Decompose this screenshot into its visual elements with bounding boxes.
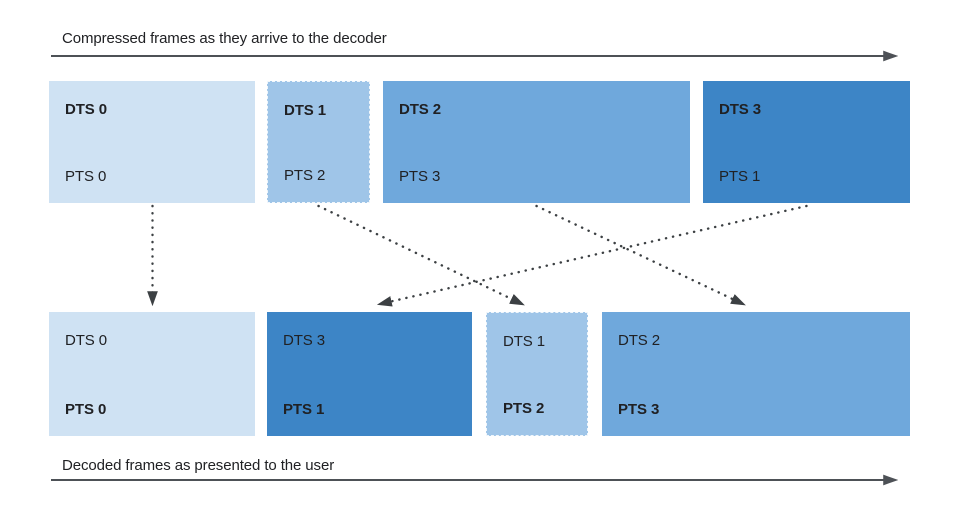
mapping-arrow-dts1 bbox=[317, 204, 525, 306]
pts-label: PTS 2 bbox=[503, 400, 545, 417]
decoded-frames-caption: Decoded frames as presented to the user bbox=[62, 457, 335, 474]
dts-label: DTS 1 bbox=[503, 333, 546, 350]
compressed-frame-dts2: DTS 2 PTS 3 bbox=[383, 81, 690, 203]
pts-label: PTS 1 bbox=[283, 401, 325, 418]
compressed-frame-dts1: DTS 1 PTS 2 bbox=[267, 81, 370, 203]
pts-label: PTS 1 bbox=[719, 168, 761, 185]
compressed-frames-caption: Compressed frames as they arrive to the … bbox=[62, 30, 387, 47]
pts-label: PTS 0 bbox=[65, 401, 107, 418]
decoded-frame-pts2: DTS 1 PTS 2 bbox=[486, 312, 588, 436]
pts-label: PTS 3 bbox=[618, 401, 660, 418]
decoded-frame-pts3: DTS 2 PTS 3 bbox=[602, 312, 910, 436]
decoded-frame-pts0: DTS 0 PTS 0 bbox=[49, 312, 255, 436]
pts-label: PTS 2 bbox=[284, 167, 326, 184]
dts-label: DTS 3 bbox=[719, 101, 762, 118]
dts-label: DTS 0 bbox=[65, 101, 108, 118]
pts-label: PTS 0 bbox=[65, 168, 107, 185]
mapping-arrow-dts3 bbox=[376, 204, 808, 307]
dts-label: DTS 1 bbox=[284, 102, 327, 119]
decoded-frame-pts1: DTS 3 PTS 1 bbox=[267, 312, 472, 436]
dts-label: DTS 2 bbox=[399, 101, 442, 118]
pts-label: PTS 3 bbox=[399, 168, 441, 185]
dts-label: DTS 0 bbox=[65, 332, 108, 349]
dts-label: DTS 3 bbox=[283, 332, 326, 349]
mapping-arrow-dts2 bbox=[535, 204, 746, 306]
dts-label: DTS 2 bbox=[618, 332, 661, 349]
compressed-frame-dts3: DTS 3 PTS 1 bbox=[703, 81, 910, 203]
compressed-frame-dts0: DTS 0 PTS 0 bbox=[49, 81, 255, 203]
